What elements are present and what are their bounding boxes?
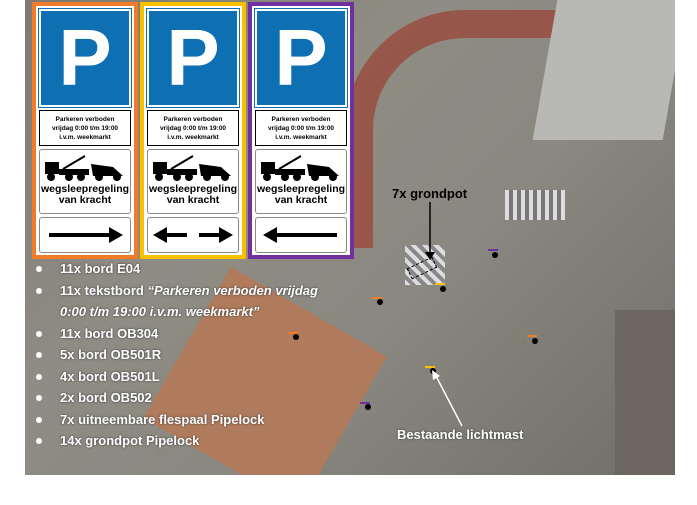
tow-truck-icon bbox=[153, 155, 231, 181]
list-item: 5x bord OB501R bbox=[32, 344, 320, 366]
list-item: 4x bord OB501L bbox=[32, 366, 320, 388]
label-grondpot: 7x grondpot bbox=[392, 186, 468, 201]
arrow-both-icon bbox=[147, 217, 239, 253]
arrow-right-icon bbox=[39, 217, 131, 253]
label-lichtmast: Bestaande lichtmast bbox=[397, 427, 524, 442]
list-item: 11x bord OB304 bbox=[32, 323, 320, 345]
tow-truck-icon bbox=[45, 155, 123, 181]
parking-sign-icon: P bbox=[146, 8, 240, 108]
materials-list: 11x bord E04 11x tekstbord “Parkeren ver… bbox=[32, 258, 320, 452]
parking-sign-icon: P bbox=[254, 8, 348, 108]
parking-sign-icon: P bbox=[38, 8, 132, 108]
list-item: 14x grondpot Pipelock bbox=[32, 430, 320, 452]
list-item: 11x bord E04 bbox=[32, 258, 320, 280]
arrow-lichtmast-icon bbox=[432, 370, 463, 427]
list-item: 11x tekstbord “Parkeren verboden vrijdag… bbox=[32, 280, 320, 323]
arrow-grondpot-icon bbox=[425, 202, 435, 260]
list-item: 7x uitneembare flespaal Pipelock bbox=[32, 409, 320, 431]
arrow-left-icon bbox=[255, 217, 347, 253]
tow-truck-icon bbox=[261, 155, 339, 181]
list-item: 2x bord OB502 bbox=[32, 387, 320, 409]
